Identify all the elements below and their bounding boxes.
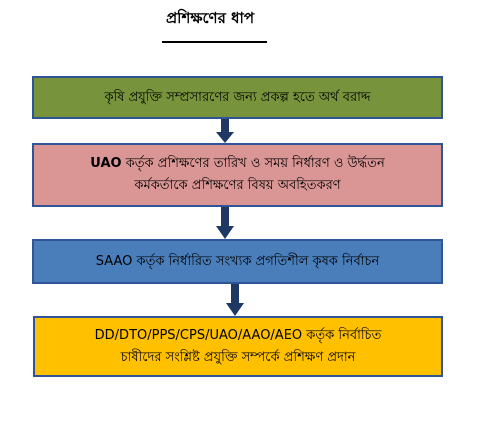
step-2-line-1: UAO কর্তৃক প্রশিক্ষণের তারিখ ও সময় নির্… <box>90 153 384 175</box>
step-2-box: UAO কর্তৃক প্রশিক্ষণের তারিখ ও সময় নির্… <box>32 143 443 207</box>
arrow-down-icon <box>216 207 234 239</box>
step-4-box: DD/DTO/PPS/CPS/UAO/AAO/AEO কর্তৃক নির্বা… <box>33 316 443 377</box>
step-1-box: কৃষি প্রযুক্তি সম্প্রসারণের জন্য প্রকল্প… <box>32 76 443 119</box>
step-4-line-2: চাষীদের সংশ্লিষ্ট প্রযুক্তি সম্পর্কে প্র… <box>120 349 356 365</box>
step-3-box: SAAO কর্তৃক নির্ধারিত সংখ্যক প্রগতিশীল ক… <box>32 239 443 284</box>
step-2-actor: UAO <box>90 156 122 171</box>
arrow-down-icon <box>216 119 234 143</box>
arrow-down-icon <box>226 284 244 316</box>
step-4-line-1: DD/DTO/PPS/CPS/UAO/AAO/AEO কর্তৃক নির্বা… <box>94 327 382 343</box>
step-3-text: SAAO কর্তৃক নির্ধারিত সংখ্যক প্রগতিশীল ক… <box>95 253 380 269</box>
step-2-line-1-text: কর্তৃক প্রশিক্ষণের তারিখ ও সময় নির্ধারণ… <box>121 156 385 171</box>
title-underline <box>162 41 267 43</box>
step-2-line-2: কর্মকর্তাকে প্রশিক্ষণের বিষয় অবহিতকরণ <box>134 178 341 193</box>
diagram-title: প্রশিক্ষণের ধাপ <box>165 9 255 27</box>
step-1-text: কৃষি প্রযুক্তি সম্প্রসারণের জন্য প্রকল্প… <box>104 89 371 105</box>
